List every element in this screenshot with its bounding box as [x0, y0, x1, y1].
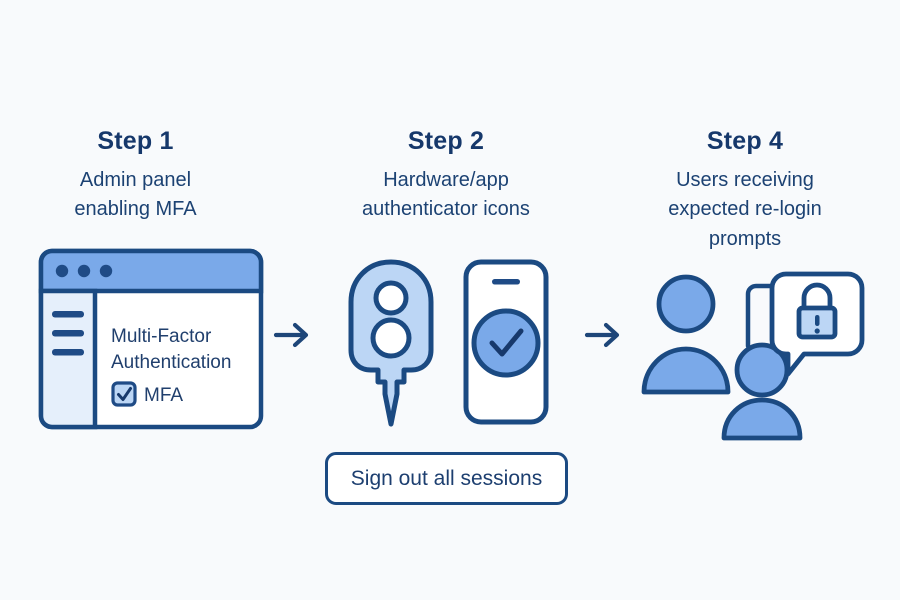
sidebar-menu-line [52, 349, 84, 356]
security-key-hole-top [373, 280, 409, 316]
titlebar-dot [99, 264, 113, 278]
step-4-column: Step 4 Users receiving expected re-login… [632, 127, 858, 254]
window-heading-line-1: Multi-Factor [111, 326, 212, 347]
admin-browser-window: Multi-Factor Authentication MFA [38, 248, 264, 435]
bubble-connector-line [745, 283, 785, 349]
lock-shackle [801, 282, 833, 311]
phone-speaker [492, 279, 520, 285]
step-1-column: Step 1 Admin panel enabling MFA [28, 127, 243, 225]
mfa-checkbox [111, 381, 137, 407]
window-heading-line-2: Authentication [111, 352, 231, 373]
step-4-title: Step 4 [706, 127, 784, 155]
sign-out-all-sessions-label: Sign out all sessions [350, 467, 543, 490]
step-2-caption: Hardware/app authenticator icons [362, 168, 530, 221]
phone-check-icon [489, 328, 524, 357]
users-with-lock-bubble [636, 270, 866, 447]
sidebar-menu-line [52, 311, 84, 318]
sidebar-menu-line [52, 330, 84, 337]
user-avatar-head [656, 274, 716, 334]
window-titlebar [38, 248, 264, 294]
titlebar-dot [55, 264, 69, 278]
arrow-right-icon [583, 318, 625, 357]
authenticator-phone-icon [462, 258, 550, 431]
phone-check-circle [471, 308, 541, 378]
step-1-caption: Admin panel enabling MFA [74, 168, 197, 221]
step-1-title: Step 1 [97, 127, 174, 155]
step-4-caption: Users receiving expected re-login prompt… [668, 168, 822, 250]
security-key-icon [345, 258, 437, 433]
lock-alert-dot [814, 328, 820, 334]
window-sidebar [38, 288, 98, 430]
mfa-checkbox-check [117, 387, 132, 401]
sign-out-all-sessions-button[interactable]: Sign out all sessions [325, 452, 568, 505]
lock-alert-stroke [815, 315, 820, 326]
security-key-hole-bottom [370, 317, 412, 359]
step-2-column: Step 2 Hardware/app authenticator icons [338, 127, 554, 225]
titlebar-dot [77, 264, 91, 278]
step-2-title: Step 2 [407, 127, 485, 155]
user-avatar-body [641, 346, 731, 395]
user-avatar-body [721, 397, 803, 441]
arrow-right-icon [272, 318, 314, 357]
mfa-checkbox-label: MFA [144, 385, 183, 406]
